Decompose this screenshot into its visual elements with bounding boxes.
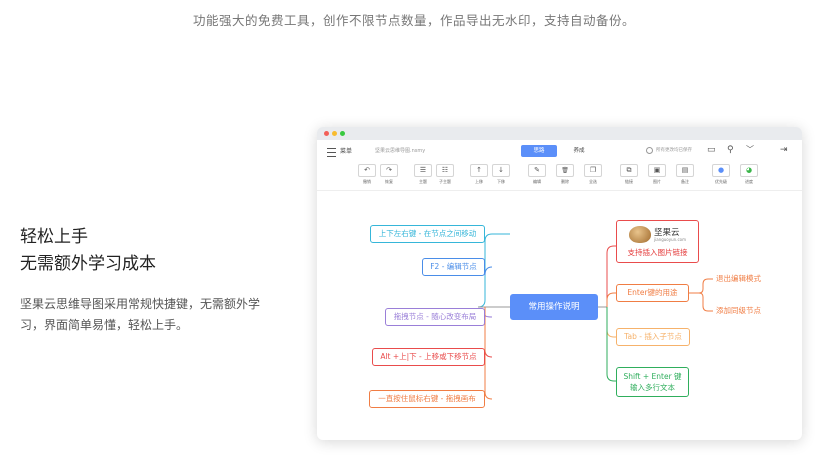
logo-subtext: jianguoyun.com (654, 237, 686, 242)
central-node[interactable]: 常用操作说明 (510, 294, 598, 320)
feature-title-line1: 轻松上手 (20, 227, 88, 247)
exit-icon[interactable]: ⇥ (780, 145, 788, 155)
delete-label: 删除 (561, 179, 569, 184)
connector-right-2 (606, 307, 616, 338)
priority-button[interactable]: ● 优先级 (711, 164, 731, 185)
undo-button[interactable]: ↶ 撤销 (357, 164, 377, 185)
move-up-icon: ↑ (470, 164, 488, 177)
select-all-button[interactable]: ❐ 全选 (583, 164, 603, 185)
node-enter-usage[interactable]: Enter键的用途 (616, 284, 689, 302)
redo-icon: ↷ (380, 164, 398, 177)
tagline: 功能强大的免费工具，创作不限节点数量，作品导出无水印，支持自动备份。 (192, 13, 635, 28)
tab-outline[interactable]: 思路 (521, 145, 557, 157)
progress-label: 进度 (745, 179, 753, 184)
topic-label: 主题 (419, 179, 427, 184)
progress-button[interactable]: ◕ 进度 (739, 164, 759, 185)
node-image-link-caption: 支持插入图片链接 (627, 248, 688, 257)
select-all-label: 全选 (589, 179, 597, 184)
close-window-button[interactable] (324, 131, 329, 136)
topic-button[interactable]: ☰ 主题 (413, 164, 433, 185)
maximize-window-button[interactable] (340, 131, 345, 136)
note-button[interactable]: ▤ 备注 (675, 164, 695, 185)
move-down-label: 下移 (497, 179, 505, 184)
connector-right-3 (606, 307, 616, 382)
node-exit-edit[interactable]: 退出编辑模式 (716, 274, 761, 283)
tab-develop[interactable]: 养成 (573, 148, 585, 154)
redo-button[interactable]: ↷ 恢复 (379, 164, 399, 185)
select-all-icon: ❐ (584, 164, 602, 177)
save-status: 所有更改均已保存 (656, 148, 692, 153)
menu-label[interactable]: 菜单 (340, 148, 353, 155)
app-header: 菜单 坚果云思维导图.nsmy 思路 养成 所有更改均已保存 ▭ ⚲ ﹀ ⇥ (317, 140, 802, 164)
jianguoyun-logo-icon (629, 226, 651, 243)
connector-left-0 (477, 233, 510, 308)
node-alt-move[interactable]: Alt +上|下 - 上移或下移节点 (372, 348, 485, 366)
app-window: 菜单 坚果云思维导图.nsmy 思路 养成 所有更改均已保存 ▭ ⚲ ﹀ ⇥ ↶… (317, 127, 802, 440)
node-image-link[interactable]: 坚果云 jianguoyun.com 支持插入图片链接 (616, 220, 699, 263)
connector-left-2 (484, 307, 493, 318)
node-f2-edit[interactable]: F2 - 编辑节点 (422, 258, 485, 276)
node-add-sibling[interactable]: 添加同级节点 (716, 306, 761, 315)
feature-description: 坚果云思维导图采用常规快捷键，无需额外学习，界面简单易懂，轻松上手。 (20, 297, 261, 332)
clock-icon (646, 147, 653, 154)
connector-right-1 (606, 292, 616, 307)
image-icon: ▣ (648, 164, 666, 177)
logo-text: 坚果云 (654, 228, 680, 238)
feature-title: 轻松上手 无需额外学习成本 (20, 224, 156, 278)
move-down-button[interactable]: ↓ 下移 (491, 164, 511, 185)
connector-right-0 (606, 245, 616, 307)
redo-label: 恢复 (385, 179, 393, 184)
edit-button[interactable]: ✎ 编辑 (527, 164, 547, 185)
link-button[interactable]: ⧉ 链接 (619, 164, 639, 185)
delete-icon: 🗑 (556, 164, 574, 177)
priority-icon: ● (712, 164, 730, 177)
connector-left-4 (484, 307, 493, 400)
connector-enter-1 (689, 292, 713, 312)
move-down-icon: ↓ (492, 164, 510, 177)
chevron-down-icon[interactable]: ﹀ (746, 145, 754, 154)
node-drag-canvas[interactable]: 一直按住鼠标右键 - 拖拽画布 (369, 390, 485, 408)
note-label: 备注 (681, 179, 689, 184)
priority-label: 优先级 (715, 179, 727, 184)
subtopic-label: 子主题 (439, 179, 451, 184)
node-arrow-keys[interactable]: 上下左右键 - 在节点之间移动 (370, 225, 485, 243)
subtopic-button[interactable]: ☷ 子主题 (435, 164, 455, 185)
image-button[interactable]: ▣ 图片 (647, 164, 667, 185)
mindmap-canvas[interactable]: 常用操作说明 上下左右键 - 在节点之间移动 F2 - 编辑节点 拖拽节点 - … (317, 190, 802, 440)
minimize-window-button[interactable] (332, 131, 337, 136)
node-tab-insert[interactable]: Tab - 插入子节点 (616, 328, 690, 346)
feature-title-line2: 无需额外学习成本 (20, 254, 156, 274)
delete-button[interactable]: 🗑 删除 (555, 164, 575, 185)
connector-left-3 (484, 307, 493, 358)
note-icon: ▤ (676, 164, 694, 177)
edit-label: 编辑 (533, 179, 541, 184)
topic-icon: ☰ (414, 164, 432, 177)
menu-icon[interactable] (327, 148, 336, 157)
edit-icon: ✎ (528, 164, 546, 177)
undo-label: 撤销 (363, 179, 371, 184)
save-icon[interactable]: ▭ (707, 145, 716, 155)
move-up-label: 上移 (475, 179, 483, 184)
mindmap-connectors (477, 233, 713, 400)
connector-enter-0 (689, 278, 713, 294)
link-icon: ⧉ (620, 164, 638, 177)
image-label: 图片 (653, 179, 661, 184)
move-up-button[interactable]: ↑ 上移 (469, 164, 489, 185)
share-link-icon[interactable]: ⚲ (727, 145, 734, 155)
file-name[interactable]: 坚果云思维导图.nsmy (375, 148, 426, 154)
subtopic-icon: ☷ (436, 164, 454, 177)
undo-icon: ↶ (358, 164, 376, 177)
node-shift-enter[interactable]: Shift + Enter 键 输入多行文本 (616, 367, 689, 397)
link-label: 链接 (625, 179, 633, 184)
node-drag-node[interactable]: 拖拽节点 - 随心改变布局 (385, 308, 485, 326)
toolbar: ↶ 撤销 ↷ 恢复 ☰ 主题 ☷ 子主题 ↑ 上移 ↓ 下移 ✎ 编辑 🗑 删 (317, 164, 802, 191)
connector-left-1 (484, 266, 493, 276)
progress-icon: ◕ (740, 164, 758, 177)
window-titlebar (317, 127, 802, 140)
